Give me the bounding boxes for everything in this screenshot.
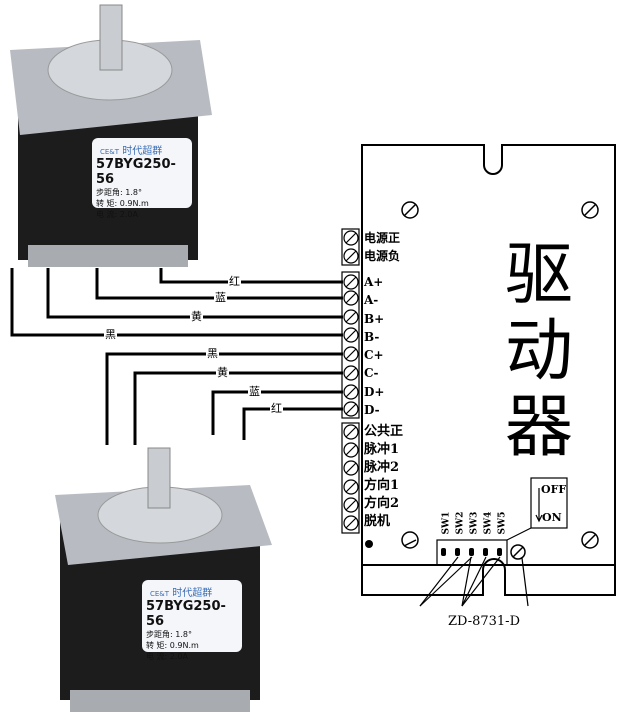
off-label: OFF <box>541 483 567 496</box>
terminal-label: A- <box>364 293 379 308</box>
logo: CE&T <box>100 148 120 156</box>
bottom-motor <box>55 447 272 712</box>
logo: CE&T <box>150 590 170 598</box>
terminal-label: 脱机 <box>364 514 391 529</box>
terminal-label: D- <box>364 403 380 418</box>
terminal-label: D+ <box>364 384 385 399</box>
wire-label: 黑 <box>206 347 219 360</box>
terminal-power: 电源正 电源负 <box>364 229 400 265</box>
wire-label: 红 <box>228 275 241 288</box>
terminal-screw-icon <box>343 309 359 325</box>
driver-title-char: 动 <box>505 312 574 391</box>
terminal-label: 方向1 <box>364 478 400 493</box>
terminal-screw-icon <box>343 290 359 306</box>
terminal-screw-icon <box>343 346 359 362</box>
brand: 时代超群 <box>122 146 163 157</box>
spec-label: 转 矩: <box>146 641 168 650</box>
terminal-screw-icon <box>343 479 359 495</box>
terminal-blocks <box>341 228 360 534</box>
top-motor <box>8 4 213 267</box>
model: 57BYG250-56 <box>96 157 176 187</box>
terminal-label: 电源负 <box>364 249 401 263</box>
terminal-screw-icon <box>343 384 359 400</box>
terminal-control: 公共正 脉冲1 脉冲2 方向1 方向2 脱机 <box>364 423 403 531</box>
terminal-screw-icon <box>343 515 359 531</box>
terminal-label: 电源正 <box>364 231 401 245</box>
terminal-screw-icon <box>343 230 359 246</box>
top-motor-label: CE&T 时代超群 57BYG250-56 步距角: 1.8° 转 矩: 0.9… <box>92 138 192 219</box>
terminal-motor: A+ A- B+ B- C+ C- D+ D- <box>364 273 384 419</box>
switch-label: SW2 <box>455 511 466 535</box>
spec-value: 2.0A <box>169 652 188 661</box>
driver-title-char: 驱 <box>505 236 574 315</box>
terminal-screw-icon <box>343 442 359 458</box>
wire-label: 黑 <box>104 328 117 341</box>
model: 57BYG250-56 <box>146 599 226 629</box>
wire-label: 黄 <box>216 366 229 379</box>
switch-labels: SW1 SW2 SW3 SW4 SW5 <box>437 512 507 540</box>
switch-knobs <box>441 548 502 556</box>
terminal-screw-icon <box>343 327 359 343</box>
wire-label: 蓝 <box>214 291 227 304</box>
spec-label: 步距角: <box>96 188 123 197</box>
terminal-screw-icon <box>343 460 359 476</box>
spec-value: 0.9N.m <box>169 641 199 650</box>
wire-label: 红 <box>270 402 283 415</box>
brand: 时代超群 <box>172 588 213 599</box>
dip-switch <box>419 477 568 607</box>
terminal-screw-icon <box>343 248 359 264</box>
switch-label: SW3 <box>469 511 480 535</box>
terminal-label: 脉冲1 <box>364 442 400 457</box>
terminal-label: A+ <box>364 275 384 289</box>
switch-label: SW1 <box>441 511 452 535</box>
on-label: ON <box>542 511 562 524</box>
screws <box>401 201 599 560</box>
terminal-label: 方向2 <box>364 496 400 511</box>
wire-label: 蓝 <box>248 385 261 398</box>
spec-label: 转 矩: <box>96 199 118 208</box>
spec-label: 电 流: <box>146 652 168 661</box>
spec-value: 1.8° <box>175 630 192 639</box>
terminal-label: B+ <box>364 311 385 326</box>
switch-label: SW4 <box>483 511 494 535</box>
wires <box>10 268 343 445</box>
bottom-motor-label: CE&T 时代超群 57BYG250-56 步距角: 1.8° 转 矩: 0.9… <box>142 580 242 661</box>
spec-value: 2.0A <box>119 210 138 219</box>
terminal-screw-icon <box>343 365 359 381</box>
terminal-label: 公共正 <box>364 424 404 439</box>
terminal-screw-icon <box>343 497 359 513</box>
spec-value: 0.9N.m <box>119 199 149 208</box>
terminal-label: C+ <box>364 348 384 363</box>
terminal-label: B- <box>364 329 380 344</box>
spec-label: 步距角: <box>146 630 173 639</box>
driver-model: ZD-8731-D <box>448 614 520 629</box>
terminal-screw-icon <box>343 424 359 440</box>
terminal-screw-icon <box>343 401 359 417</box>
terminal-label: C- <box>364 366 379 381</box>
spec-value: 1.8° <box>125 188 142 197</box>
switch-label: SW5 <box>497 511 508 535</box>
driver-title-char: 器 <box>505 388 574 467</box>
wire-label: 黄 <box>190 310 203 323</box>
spec-label: 电 流: <box>96 210 118 219</box>
terminal-screw-icon <box>343 274 359 290</box>
terminal-label: 脉冲2 <box>364 460 400 475</box>
